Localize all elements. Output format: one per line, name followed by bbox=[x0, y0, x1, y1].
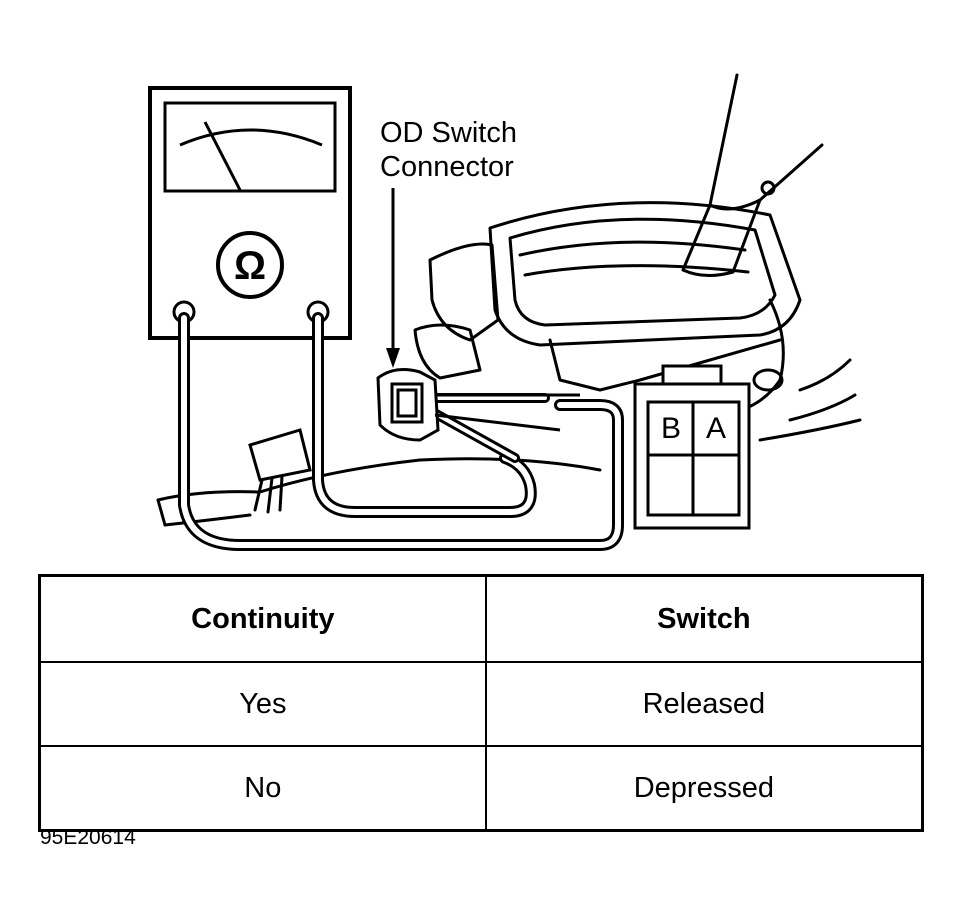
figure-id: 95E20614 bbox=[40, 826, 136, 849]
cell-continuity: No bbox=[38, 745, 487, 832]
od-switch-test-diagram: Ω B A bbox=[148, 73, 862, 551]
header-switch: Switch bbox=[484, 574, 924, 663]
ohm-symbol: Ω bbox=[234, 244, 266, 288]
connector-pinout: B A bbox=[633, 364, 751, 530]
meter-scale-arc bbox=[179, 128, 323, 147]
ohm-dial bbox=[216, 231, 284, 299]
callout-line-2: Connector bbox=[380, 151, 514, 183]
callout-arrow bbox=[386, 188, 400, 368]
callout-line-1: OD Switch bbox=[380, 117, 517, 149]
table-header-row: Continuity Switch bbox=[38, 574, 924, 663]
callout-label: OD Switch Connector bbox=[380, 116, 517, 184]
cell-switch: Depressed bbox=[484, 745, 924, 832]
cell-continuity: Yes bbox=[38, 661, 487, 747]
ohmmeter: Ω bbox=[148, 86, 352, 340]
meter-needle bbox=[203, 121, 242, 191]
header-continuity: Continuity bbox=[38, 574, 487, 663]
wiring-harness bbox=[156, 428, 602, 527]
pin-label-a: A bbox=[706, 412, 726, 445]
table-row: No Depressed bbox=[38, 745, 924, 832]
cell-switch: Released bbox=[484, 661, 924, 747]
pin-label-b: B bbox=[661, 412, 681, 445]
shifter-assembly bbox=[413, 73, 862, 442]
od-switch-connector bbox=[376, 368, 580, 442]
continuity-table: Continuity Switch Yes Released No Depres… bbox=[38, 574, 924, 832]
table-row: Yes Released bbox=[38, 661, 924, 747]
